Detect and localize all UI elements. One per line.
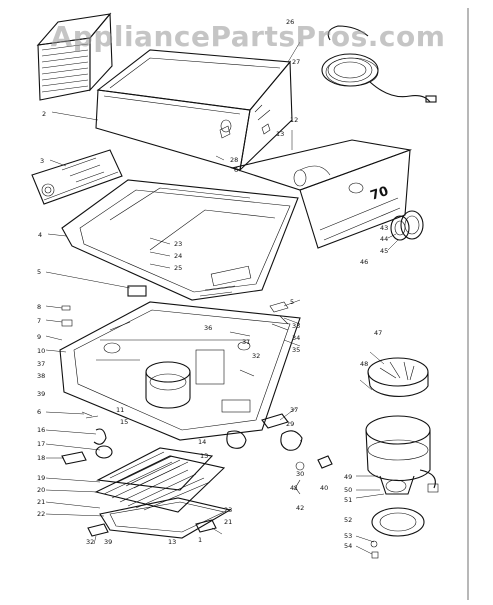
label-14: 14	[198, 438, 206, 446]
label-43: 43	[380, 224, 388, 232]
label-37: 37	[37, 360, 45, 368]
label-4: 4	[38, 231, 42, 239]
label-49: 49	[344, 473, 352, 481]
base-housing	[59, 301, 301, 441]
label-25: 25	[174, 264, 182, 272]
label-37-right: 37	[290, 406, 298, 414]
label-53: 53	[344, 532, 352, 540]
label-44: 44	[380, 235, 388, 243]
label-34: 34	[292, 334, 300, 342]
power-cord	[321, 25, 437, 103]
label-5: 5	[37, 268, 41, 276]
label-13: 13	[200, 452, 208, 460]
label-26: 26	[286, 18, 294, 26]
label-23: 23	[174, 240, 182, 248]
label-plate	[31, 149, 123, 205]
label-28: 28	[230, 156, 238, 164]
part-labels: 26 27 2 3 12 13 28 6 4 23 24 25 5 43 44 …	[37, 18, 388, 550]
frame-plate	[61, 179, 299, 301]
label-11: 11	[116, 406, 124, 414]
label-8: 8	[37, 303, 41, 311]
label-13-top: 13	[276, 130, 284, 138]
label-16: 16	[37, 426, 45, 434]
label-13-bottom: 13	[168, 538, 176, 546]
side-panel: 70	[229, 139, 413, 249]
label-2: 2	[42, 110, 46, 118]
label-27: 27	[292, 58, 300, 66]
label-29: 29	[286, 420, 294, 428]
label-39-bottom: 39	[104, 538, 112, 546]
label-21-bottom: 21	[224, 518, 232, 526]
label-40: 40	[320, 484, 328, 492]
label-5-right: 5	[290, 298, 294, 306]
label-45: 45	[380, 247, 388, 255]
label-30: 30	[296, 470, 304, 478]
label-17: 17	[37, 440, 45, 448]
hose-fittings	[226, 301, 333, 495]
label-41: 41	[290, 484, 298, 492]
small-parts-left	[61, 305, 113, 465]
top-cover	[95, 49, 293, 172]
label-12-top: 12	[290, 116, 298, 124]
label-6-top: 6	[234, 166, 238, 174]
label-32: 32	[252, 352, 260, 360]
label-1-bottom: 1	[198, 536, 202, 544]
label-51: 51	[344, 496, 352, 504]
label-36: 36	[204, 324, 212, 332]
label-46-top: 46	[360, 258, 368, 266]
label-48: 48	[360, 360, 368, 368]
label-39: 39	[37, 390, 45, 398]
label-19: 19	[37, 474, 45, 482]
label-21: 21	[37, 498, 45, 506]
label-38: 38	[37, 372, 45, 380]
label-33: 33	[292, 322, 300, 330]
leader-lines	[45, 41, 399, 555]
label-50: 50	[344, 486, 352, 494]
label-10: 10	[37, 347, 45, 355]
label-32-bottom: 32	[86, 538, 94, 546]
model-badge-text: 70	[369, 184, 391, 204]
label-42: 42	[296, 504, 304, 512]
label-3: 3	[40, 157, 44, 165]
label-31: 31	[242, 338, 250, 346]
filter-pad	[36, 12, 113, 101]
label-15: 15	[120, 418, 128, 426]
filter-tray	[87, 447, 232, 539]
label-24: 24	[174, 252, 182, 260]
label-6: 6	[37, 408, 41, 416]
label-9: 9	[37, 333, 41, 341]
label-20: 20	[37, 486, 45, 494]
label-47: 47	[374, 329, 382, 337]
label-22: 22	[37, 510, 45, 518]
bracket	[127, 285, 147, 297]
label-18: 18	[37, 454, 45, 462]
hose-rings	[390, 210, 424, 241]
label-35: 35	[292, 346, 300, 354]
motor-assembly	[365, 357, 439, 559]
label-23-bottom: 23	[224, 506, 232, 514]
label-7: 7	[37, 317, 41, 325]
label-54: 54	[344, 542, 352, 550]
label-52: 52	[344, 516, 352, 524]
